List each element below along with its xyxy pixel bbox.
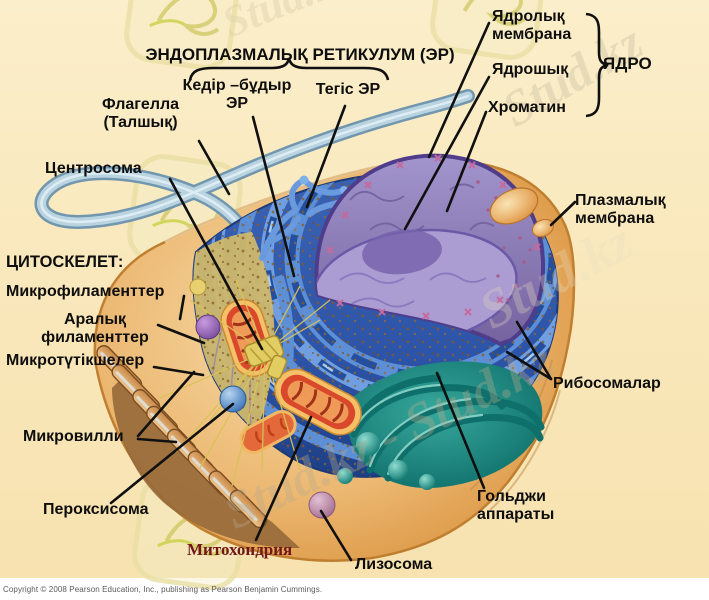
label-flagella: Флагелла (Талшық) <box>101 96 180 131</box>
leader-smooth-er <box>305 104 347 209</box>
teal-vesicle <box>337 468 353 484</box>
centriole <box>243 335 288 380</box>
leader-lysosome <box>319 509 353 562</box>
lysosome-sphere <box>308 491 336 519</box>
golgi-apparatus <box>346 361 545 489</box>
smooth-er-tubule <box>239 409 297 455</box>
label-nuclear-membrane: Ядролық мембрана <box>492 8 572 43</box>
leader-mitochondria <box>254 415 313 542</box>
teal-vesicle <box>388 460 408 480</box>
label-peroxisome: Пероксисома <box>43 501 149 518</box>
label-smooth-er: Тегіс ЭР <box>315 81 381 98</box>
leader-flagella <box>197 139 231 196</box>
flagellum <box>34 89 475 277</box>
leader-microtubules <box>152 365 205 377</box>
title-endoplasmic-reticulum: ЭНДОПЛАЗМАЛЫҚ РЕТИКУЛУМ (ЭР) <box>145 45 455 64</box>
label-plasma-membrane: Плазмалық мембрана <box>575 192 666 227</box>
label-centrosome: Центросома <box>45 160 142 177</box>
nucleolus-shadow <box>362 229 442 275</box>
leader-ribosomes <box>515 320 553 381</box>
label-golgi: Гольджи аппараты <box>477 488 555 523</box>
label-intermediate-filaments: Аралық филаменттер <box>41 311 149 346</box>
label-microvilli: Микровилли <box>23 428 124 445</box>
leader-nucleolus <box>403 75 491 231</box>
teal-vesicle <box>419 474 435 490</box>
label-nucleolus: Ядрошық <box>492 61 569 78</box>
label-microtubules: Микротүтікшелер <box>6 352 145 369</box>
copyright-text: Copyright © 2008 Pearson Education, Inc.… <box>3 585 323 594</box>
label-ribosomes: Рибосомалар <box>553 375 661 392</box>
label-cytoskeleton-heading: ЦИТОСКЕЛЕТ: <box>6 253 124 271</box>
yellow-vesicle <box>189 278 207 296</box>
label-nucleus: ЯДРО <box>603 54 652 73</box>
svg-text:Stud.kz - S: Stud.kz - S <box>215 0 414 47</box>
leader-nuclear-membrane <box>427 21 491 159</box>
label-chromatin: Хроматин <box>488 99 566 116</box>
label-lysosome: Лизосома <box>355 556 433 573</box>
label-mitochondria: Митохондрия <box>187 540 293 559</box>
teal-vesicle <box>356 432 380 456</box>
nucleus-brace <box>585 12 609 118</box>
label-microfilaments: Микрофиламенттер <box>6 283 165 300</box>
peroxisome-sphere <box>219 385 247 413</box>
leader-golgi <box>435 371 486 490</box>
leader-rough-er <box>251 115 296 278</box>
leader-intermediate <box>156 323 206 345</box>
leader-peroxisome <box>109 402 235 505</box>
label-rough-er: Кедір –бұдыр ЭР <box>182 77 292 112</box>
leader-chromatin <box>445 110 488 213</box>
leader-plasma-membrane <box>549 200 577 227</box>
amber-vesicle <box>489 187 539 225</box>
er-brace <box>188 57 390 81</box>
leader-ribosomes <box>505 350 553 381</box>
mitochondrion-2 <box>274 368 362 436</box>
leader-microvilli <box>136 437 178 444</box>
leader-centrosome <box>168 177 264 351</box>
leader-microfilaments <box>178 294 186 321</box>
rough-er-web <box>259 175 352 261</box>
purple-vesicle <box>195 314 221 340</box>
microvilli <box>96 345 300 549</box>
leader-lines <box>109 21 577 562</box>
leader-microvilli <box>136 370 196 438</box>
